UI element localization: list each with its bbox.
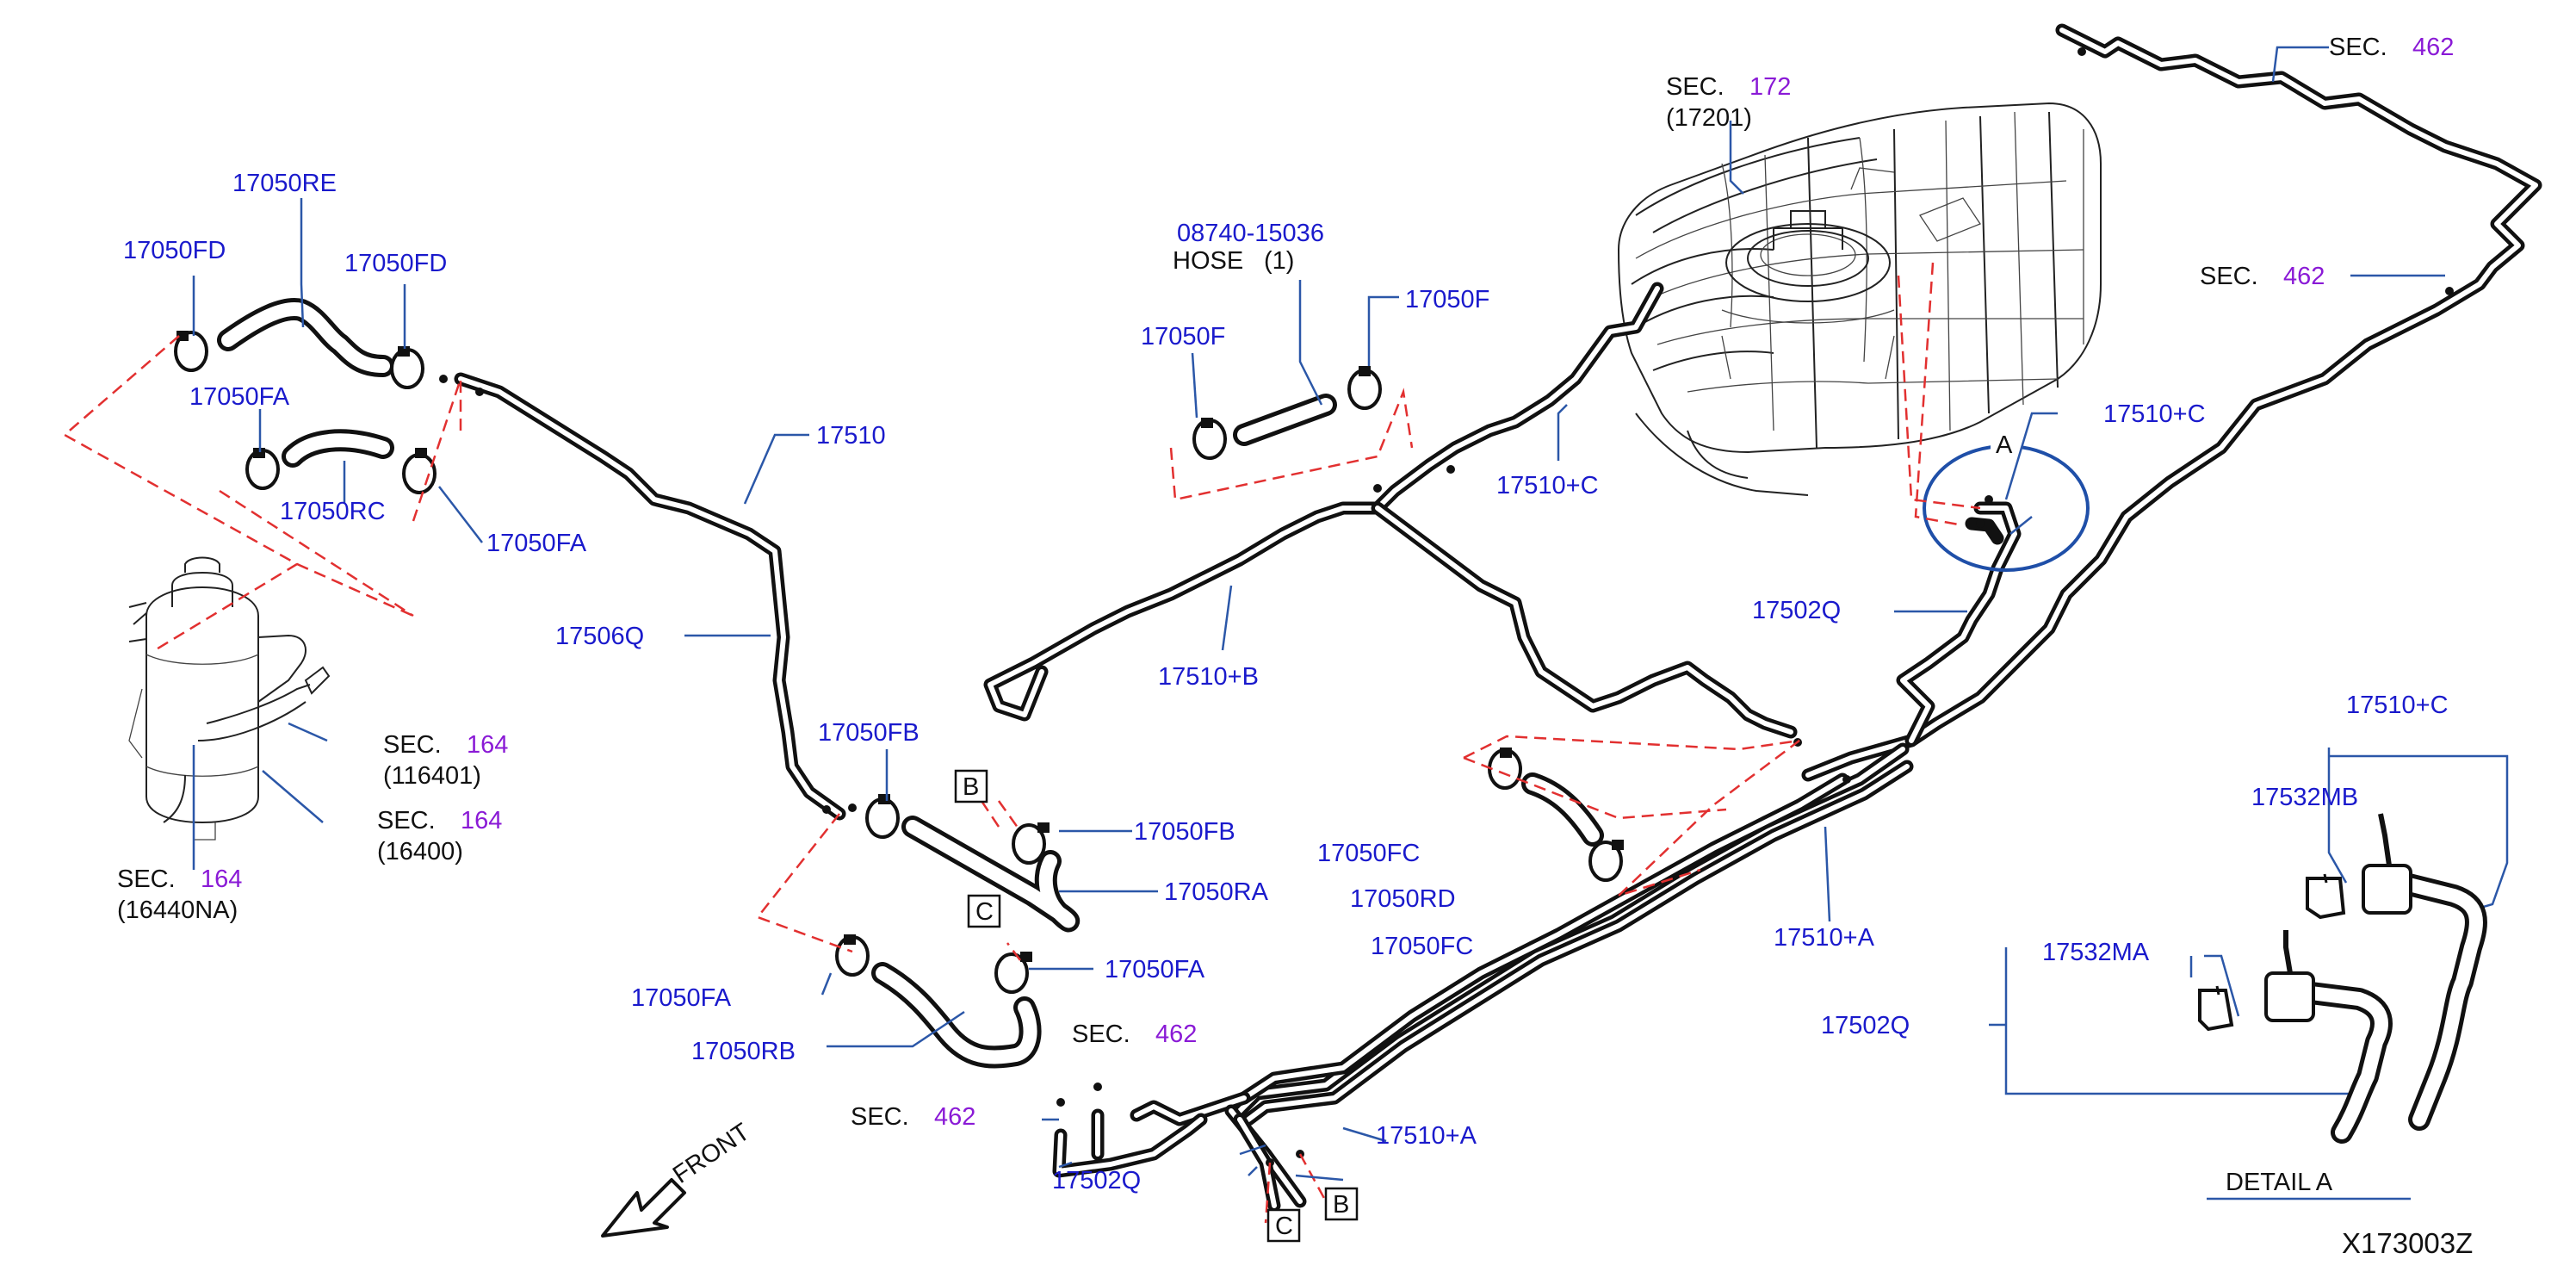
svg-text:462: 462 (2283, 263, 2325, 290)
part-label: 17506Q (555, 623, 644, 650)
svg-text:B: B (963, 773, 979, 801)
reference-lines (62, 262, 1981, 1224)
svg-text:C: C (975, 898, 994, 926)
hose-note-name: HOSE (1173, 247, 1243, 275)
pipe-17506q (454, 372, 846, 821)
ref-box-b-upper: B (954, 769, 988, 803)
part-label: 17532MA (2042, 939, 2150, 966)
svg-text:SEC.: SEC. (2200, 263, 2258, 290)
part-label: 17050FA (1105, 956, 1205, 983)
part-label: 17050FB (818, 719, 920, 747)
hoses (217, 298, 1604, 1069)
clamp-icon (402, 448, 437, 494)
detail-a-circle-label: A (1996, 431, 2013, 459)
front-arrow-icon (601, 1178, 686, 1238)
svg-text:462: 462 (1155, 1021, 1197, 1048)
svg-text:164: 164 (467, 731, 508, 759)
svg-text:SEC.: SEC. (1072, 1021, 1130, 1048)
part-label: 17510+B (1158, 663, 1259, 691)
svg-text:164: 164 (461, 807, 502, 834)
svg-text:SEC.: SEC. (117, 865, 176, 893)
part-label: 17510+C (2103, 400, 2206, 428)
part-label: 17510+A (1376, 1122, 1477, 1150)
part-label: 17510+A (1774, 924, 1875, 952)
part-label: 17502Q (1821, 1012, 1910, 1039)
part-label: 17050RE (232, 170, 337, 197)
detail-a-view (1989, 748, 2509, 1200)
part-label: 17050RC (280, 498, 386, 525)
clamp-icon (1488, 748, 1522, 790)
part-label: 17502Q (1752, 597, 1841, 624)
part-label: 17050RA (1164, 878, 1269, 906)
part-label: 08740-15036 (1177, 220, 1324, 247)
clamps (174, 331, 1624, 994)
part-label: 17050RD (1350, 885, 1456, 913)
clamp-icon (174, 331, 208, 372)
part-label: 17050RB (691, 1038, 796, 1065)
svg-text:(16400): (16400) (377, 838, 463, 865)
ref-box-c-upper: C (967, 894, 1001, 928)
part-label: 17050FD (123, 237, 226, 264)
front-label: FRONT (668, 1118, 755, 1189)
clamp-icon (1192, 418, 1227, 460)
part-label: 17510 (816, 422, 886, 450)
part-label: 17050FA (189, 383, 290, 411)
svg-text:SEC.: SEC. (851, 1103, 909, 1131)
pipe-17510-b-c (983, 282, 1798, 739)
clamp-icon (1588, 840, 1624, 882)
clamp-icon (994, 952, 1032, 994)
part-labels: 17050RE 17050FD 17050FD 17050FA 17050RC … (123, 170, 2449, 1194)
clamp-icon (245, 448, 280, 490)
clamp-icon (1347, 366, 1382, 410)
part-label: 17050F (1405, 286, 1489, 313)
part-label: 17532MB (2251, 784, 2358, 811)
svg-text:SEC.: SEC. (1666, 73, 1725, 101)
svg-text:SEC.: SEC. (377, 807, 436, 834)
svg-text:SEC.: SEC. (383, 731, 442, 759)
part-label: 17050FC (1371, 933, 1473, 960)
diagram-id: X173003Z (2342, 1227, 2473, 1259)
detail-title: DETAIL A (2226, 1169, 2333, 1196)
clamp-icon (835, 934, 870, 977)
part-label: 17050FA (631, 984, 732, 1012)
section-refs: SEC. 172 (17201) SEC. 462 SEC. 462 SEC. … (117, 34, 2454, 1131)
clamp-icon (1012, 822, 1050, 865)
part-label: 17502Q (1052, 1167, 1141, 1194)
part-label: 17050F (1141, 323, 1225, 351)
fuel-tank-sketch (1617, 102, 2102, 496)
part-label: 17510+C (2346, 692, 2449, 719)
svg-text:SEC.: SEC. (2329, 34, 2387, 61)
svg-text:164: 164 (201, 865, 242, 893)
svg-text:462: 462 (2412, 34, 2454, 61)
ref-box-c-lower: C (1266, 1208, 1301, 1243)
part-label: 17510+C (1496, 472, 1599, 499)
ref-box-b-lower: B (1324, 1187, 1359, 1221)
part-label: 17050FA (486, 530, 587, 557)
svg-text:(16440NA): (16440NA) (117, 896, 238, 924)
part-label: 17050FB (1134, 818, 1235, 846)
svg-text:B: B (1333, 1191, 1349, 1219)
part-label: 17050FC (1317, 840, 1420, 867)
clamp-icon (390, 346, 424, 389)
svg-text:(17201): (17201) (1666, 104, 1752, 132)
hose-note-qty: (1) (1264, 247, 1294, 275)
clamp-icon (865, 794, 900, 839)
part-label: 17050FD (344, 250, 447, 277)
main-pipe-bundle (1052, 23, 2542, 1213)
svg-text:462: 462 (934, 1103, 975, 1131)
leader-lines (192, 46, 2445, 1182)
svg-text:172: 172 (1749, 73, 1791, 101)
svg-text:C: C (1275, 1213, 1293, 1240)
svg-text:(116401): (116401) (383, 762, 481, 790)
fuel-filter-sketch (128, 556, 331, 841)
